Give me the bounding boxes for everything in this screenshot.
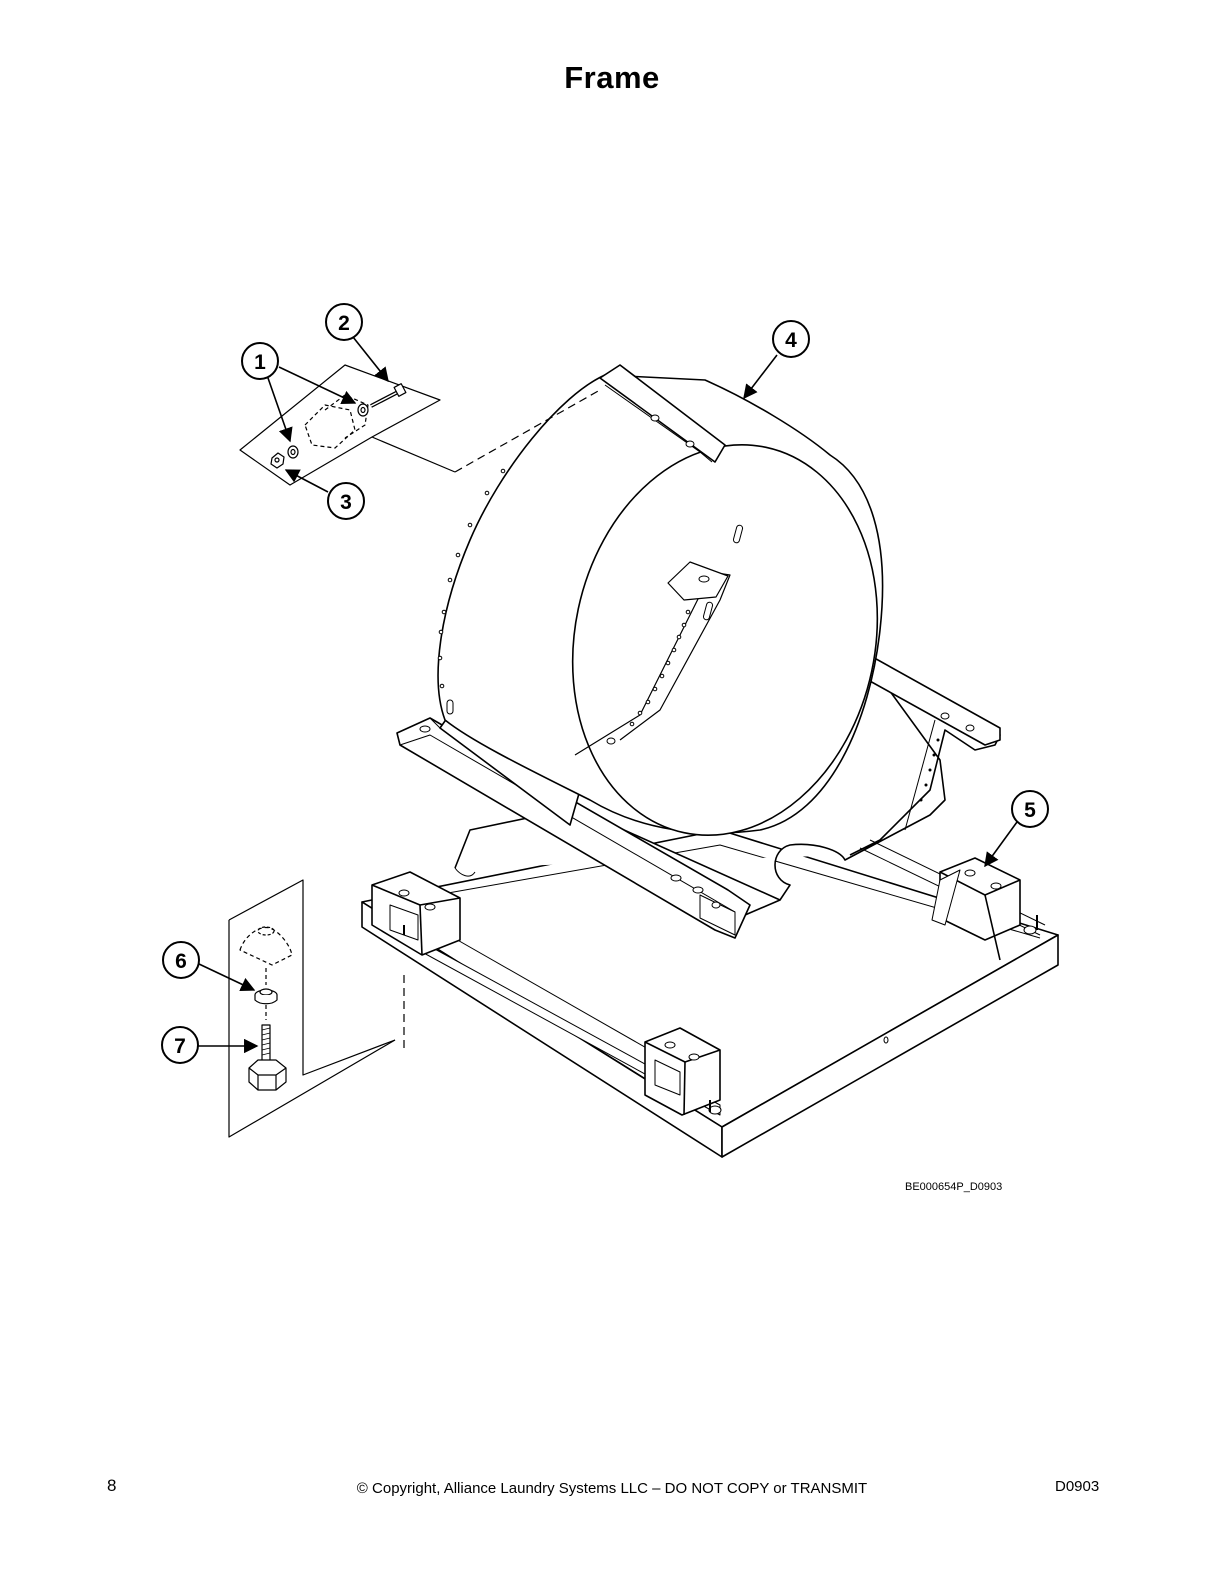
svg-text:6: 6 bbox=[175, 950, 187, 973]
svg-text:1: 1 bbox=[254, 351, 266, 374]
page-title: Frame bbox=[564, 60, 660, 95]
leader-lines bbox=[198, 336, 1018, 1054]
callout-6: 6 bbox=[162, 941, 200, 979]
copyright-notice: © Copyright, Alliance Laundry Systems LL… bbox=[356, 1480, 868, 1497]
callout-7: 7 bbox=[161, 1026, 199, 1064]
document-code: D0903 bbox=[1055, 1478, 1100, 1495]
svg-text:5: 5 bbox=[1024, 799, 1036, 822]
svg-text:3: 3 bbox=[340, 491, 352, 514]
fastener-detail-inset bbox=[239, 364, 601, 486]
callout-5: 5 bbox=[1011, 790, 1049, 828]
page-number: 8 bbox=[107, 1476, 117, 1495]
callout-3: 3 bbox=[327, 482, 365, 520]
drum-shell bbox=[437, 364, 884, 837]
callout-2: 2 bbox=[325, 303, 363, 341]
drawing-id: BE000654P_D0903 bbox=[905, 1181, 1003, 1193]
callout-1: 1 bbox=[241, 342, 279, 380]
svg-text:2: 2 bbox=[338, 312, 350, 335]
base-frame bbox=[361, 829, 1059, 1158]
svg-text:7: 7 bbox=[174, 1035, 186, 1058]
svg-text:4: 4 bbox=[785, 329, 797, 352]
callout-4: 4 bbox=[772, 320, 810, 358]
leveling-foot-detail-inset bbox=[228, 879, 405, 1138]
